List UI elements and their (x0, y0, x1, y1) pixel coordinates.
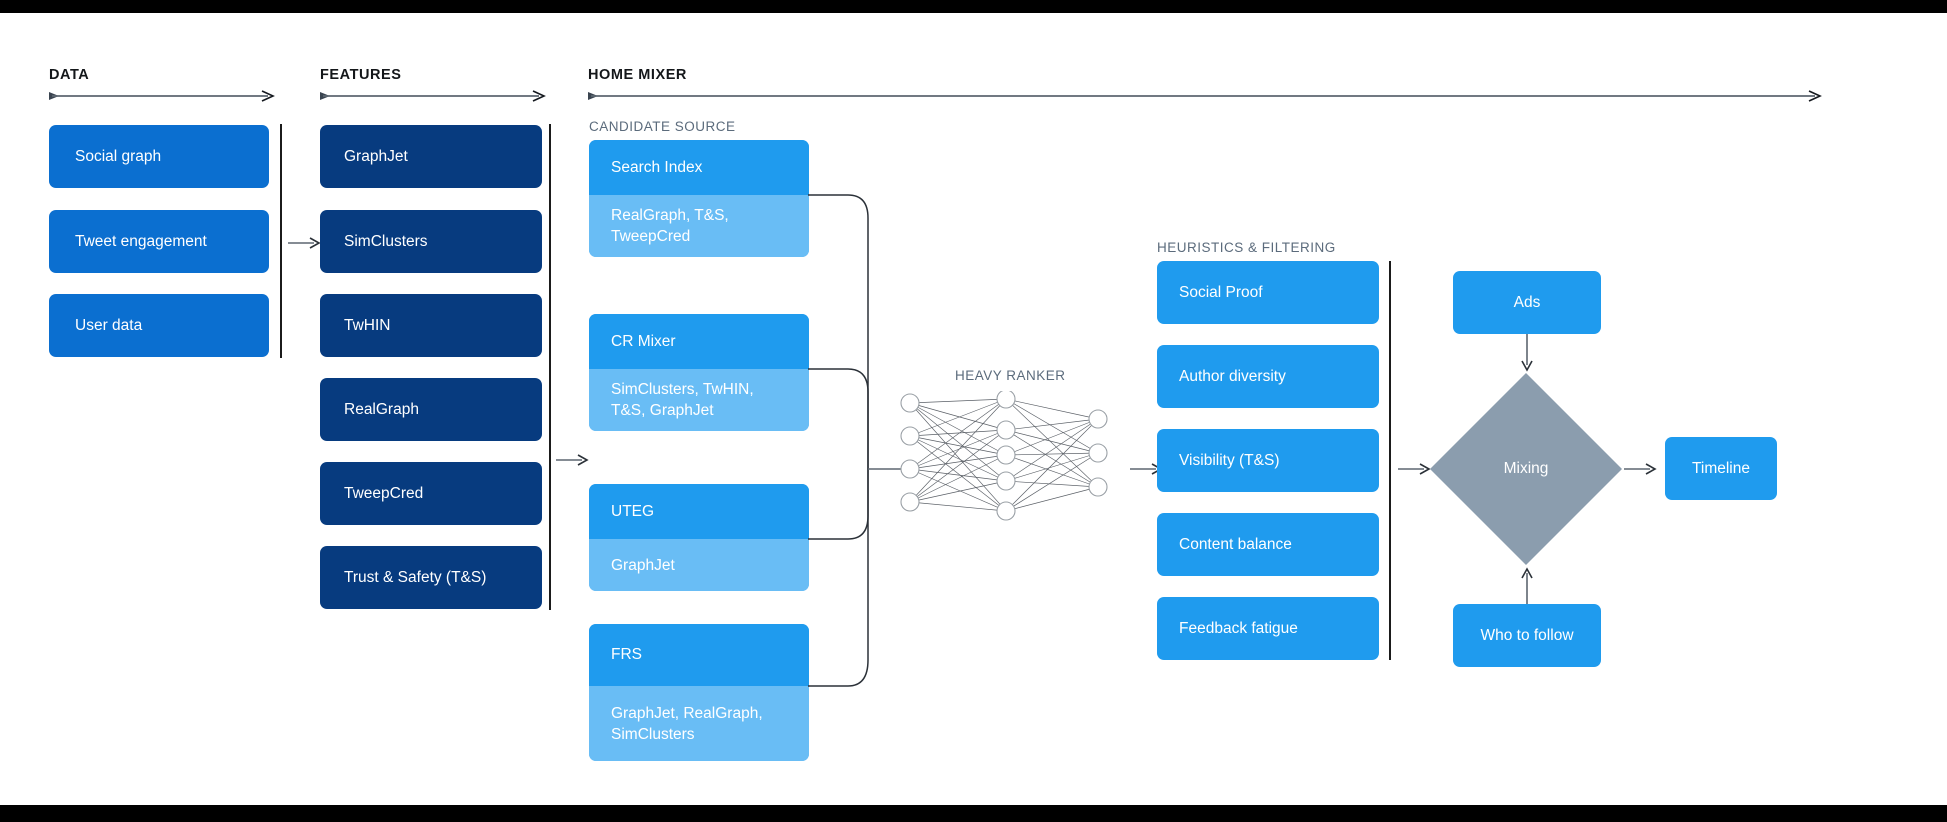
heuristic-box-author-diversity[interactable]: Author diversity (1157, 345, 1379, 408)
section-header-home-mixer: HOME MIXER (588, 67, 1822, 102)
arrow-heuristics-to-mixing (1398, 462, 1432, 476)
data-box-tweet-engagement[interactable]: Tweet engagement (49, 210, 269, 273)
output-box-label: Timeline (1692, 460, 1750, 477)
feature-box-graphjet[interactable]: GraphJet (320, 125, 542, 188)
feature-box-label: SimClusters (344, 233, 428, 250)
feature-box-simclusters[interactable]: SimClusters (320, 210, 542, 273)
arrow-data-to-features (288, 236, 322, 250)
divider-features-homemixer (549, 124, 551, 610)
heuristic-box-label: Content balance (1179, 536, 1292, 553)
heuristic-box-label: Social Proof (1179, 284, 1263, 301)
mixing-diamond[interactable]: Mixing (1428, 371, 1624, 567)
output-box-ads[interactable]: Ads (1453, 271, 1601, 334)
candidate-source-card-features: SimClusters, TwHIN, T&S, GraphJet (589, 369, 809, 431)
heuristic-box-label: Feedback fatigue (1179, 620, 1298, 637)
heuristic-box-social-proof[interactable]: Social Proof (1157, 261, 1379, 324)
feature-box-label: TwHIN (344, 317, 391, 334)
candidate-source-card-features: GraphJet (589, 539, 809, 591)
feature-box-label: TweepCred (344, 485, 424, 502)
data-box-label: Social graph (75, 148, 162, 165)
candidate-source-card-uteg[interactable]: UTEG GraphJet (589, 484, 809, 591)
feature-box-tweepcred[interactable]: TweepCred (320, 462, 542, 525)
heuristic-box-visibility[interactable]: Visibility (T&S) (1157, 429, 1379, 492)
arrow-features-to-candidate-source (556, 453, 590, 467)
section-header-data: DATA (49, 67, 275, 102)
output-box-label: Ads (1513, 294, 1541, 311)
heavy-ranker-network (896, 389, 1116, 526)
data-box-label: Tweet engagement (75, 233, 207, 250)
feature-box-label: GraphJet (344, 148, 408, 165)
heavy-ranker-label: HEAVY RANKER (955, 368, 1066, 383)
output-box-who-to-follow[interactable]: Who to follow (1453, 604, 1601, 667)
feature-box-twhin[interactable]: TwHIN (320, 294, 542, 357)
section-axis-home-mixer (588, 90, 1838, 102)
heuristic-box-content-balance[interactable]: Content balance (1157, 513, 1379, 576)
section-title-data: DATA (49, 67, 90, 83)
divider-data-features (280, 124, 282, 358)
feature-box-label: Trust & Safety (T&S) (344, 569, 487, 586)
heuristic-box-label: Author diversity (1179, 368, 1286, 385)
candidate-source-card-features: RealGraph, T&S, TweepCred (589, 195, 809, 257)
output-box-timeline[interactable]: Timeline (1665, 437, 1777, 500)
section-title-home-mixer: HOME MIXER (588, 67, 687, 83)
candidate-source-card-frs[interactable]: FRS GraphJet, RealGraph, SimClusters (589, 624, 809, 761)
feature-box-realgraph[interactable]: RealGraph (320, 378, 542, 441)
candidate-source-card-title: CR Mixer (589, 314, 809, 369)
candidate-source-card-title: FRS (589, 624, 809, 686)
letterbox-bottom (0, 805, 1947, 822)
section-header-features: FEATURES (320, 67, 546, 102)
feature-box-label: RealGraph (344, 401, 419, 418)
heuristic-box-feedback-fatigue[interactable]: Feedback fatigue (1157, 597, 1379, 660)
candidate-source-card-search-index[interactable]: Search Index RealGraph, T&S, TweepCred (589, 140, 809, 257)
heuristics-label: HEURISTICS & FILTERING (1157, 240, 1336, 255)
candidate-source-card-title: UTEG (589, 484, 809, 539)
heuristic-box-label: Visibility (T&S) (1179, 452, 1280, 469)
data-box-social-graph[interactable]: Social graph (49, 125, 269, 188)
arrow-who-to-follow-to-mixing (1520, 567, 1534, 605)
section-axis-features (320, 90, 550, 102)
arrow-mixing-to-timeline (1624, 462, 1658, 476)
diagram-canvas: DATA FEATURES HOME MIXER (0, 13, 1947, 805)
divider-heuristics-output (1389, 261, 1391, 660)
feature-box-trust-and-safety[interactable]: Trust & Safety (T&S) (320, 546, 542, 609)
data-box-label: User data (75, 317, 143, 334)
mixing-diamond-label: Mixing (1503, 460, 1549, 477)
data-box-user-data[interactable]: User data (49, 294, 269, 357)
output-box-label: Who to follow (1480, 627, 1574, 644)
candidate-source-card-features: GraphJet, RealGraph, SimClusters (589, 686, 809, 761)
section-axis-data (49, 90, 279, 102)
candidate-source-card-cr-mixer[interactable]: CR Mixer SimClusters, TwHIN, T&S, GraphJ… (589, 314, 809, 431)
candidate-source-card-title: Search Index (589, 140, 809, 195)
section-title-features: FEATURES (320, 67, 402, 83)
arrow-ads-to-mixing (1520, 334, 1534, 372)
letterbox-top (0, 0, 1947, 13)
candidate-source-label: CANDIDATE SOURCE (589, 119, 736, 134)
